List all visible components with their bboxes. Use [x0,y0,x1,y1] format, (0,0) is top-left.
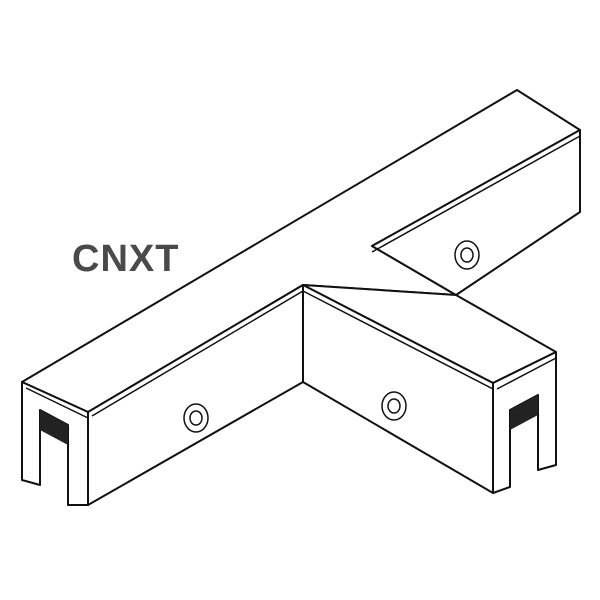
branch-arm-front-face [371,129,581,296]
left-channel-shadow [40,410,68,445]
product-code-label: CNXT [72,238,180,280]
right-channel-shadow [510,395,538,430]
screw-icon [183,240,480,433]
